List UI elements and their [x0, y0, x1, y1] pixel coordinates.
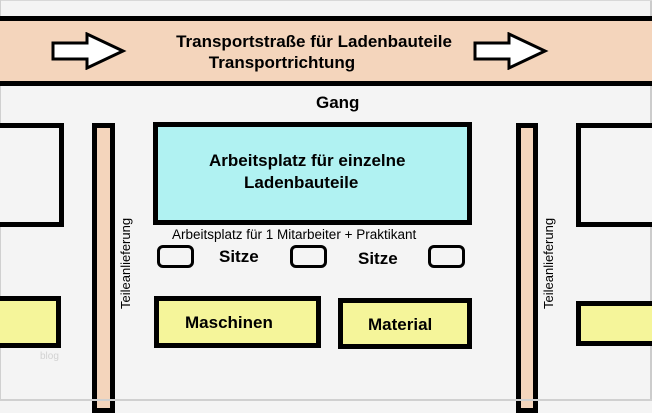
- left-workspace-box: [0, 123, 64, 227]
- seat: [290, 245, 327, 268]
- left-parts-delivery-strip: [92, 123, 115, 413]
- left-parts-delivery-label: Teileanlieferung: [118, 217, 133, 309]
- machines-label: Maschinen: [185, 313, 273, 332]
- workstation-caption: Arbeitsplatz für 1 Mitarbeiter + Praktik…: [172, 227, 417, 242]
- aisle-label: Gang: [316, 93, 360, 112]
- transport-road-title: Transportstraße für Ladenbauteile: [176, 32, 452, 51]
- machines-box: Maschinen: [154, 296, 321, 348]
- material-label: Material: [368, 315, 433, 334]
- right-edge-yellow-box: [576, 301, 652, 346]
- seat: [157, 245, 194, 268]
- watermark: blog: [40, 351, 59, 362]
- frame-bottom: [0, 399, 652, 401]
- workstation-label-line2: Ladenbauteile: [244, 173, 359, 192]
- workstation-box: Arbeitsplatz für einzelne Ladenbauteile: [153, 122, 472, 225]
- seats-label-left: Sitze: [219, 247, 259, 266]
- seat: [428, 245, 465, 268]
- right-workspace-box: [576, 123, 652, 227]
- right-parts-delivery-strip: [516, 123, 538, 413]
- frame-top: [0, 0, 652, 1]
- workstation-label-line1: Arbeitsplatz für einzelne: [209, 151, 406, 170]
- seats-label-right: Sitze: [358, 249, 398, 268]
- arrow-right-icon: [51, 32, 127, 70]
- transport-direction-label: Transportrichtung: [208, 53, 356, 72]
- material-box: Material: [338, 298, 472, 349]
- left-edge-yellow-box: [0, 296, 61, 348]
- arrow-right-icon: [473, 32, 549, 70]
- right-parts-delivery-label: Teileanlieferung: [541, 217, 556, 309]
